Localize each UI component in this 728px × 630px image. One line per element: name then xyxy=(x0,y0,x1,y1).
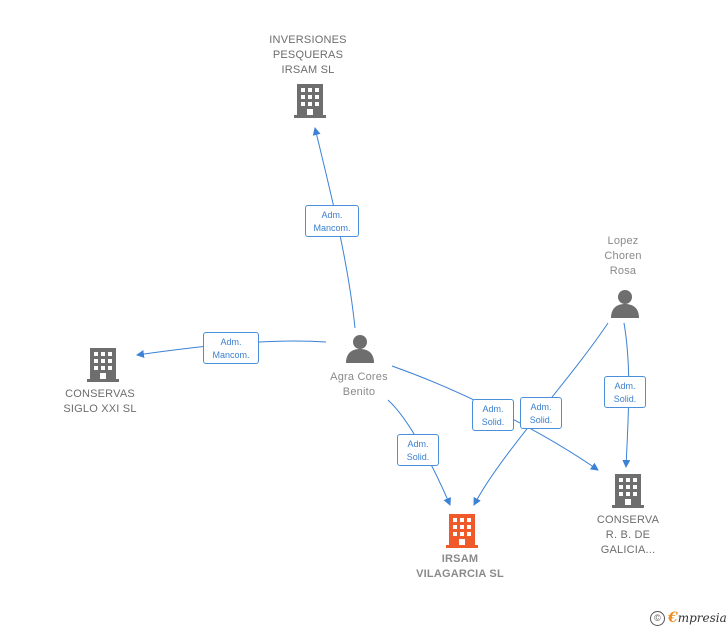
label-line: SIGLO XXI SL xyxy=(63,403,137,415)
badge-line: Solid. xyxy=(406,452,430,462)
badge-line: Adm. xyxy=(220,337,242,347)
label-line: Rosa xyxy=(609,265,637,277)
label-line: Lopez xyxy=(607,235,639,247)
building-icon xyxy=(294,84,326,118)
empresia-logo[interactable]: €mpresia xyxy=(668,610,727,626)
label-line: PESQUERAS xyxy=(272,49,344,61)
badge-line: Adm. xyxy=(530,402,552,412)
badge-line: Adm. xyxy=(407,439,429,449)
person-icon xyxy=(346,335,374,363)
copyright-icon: © xyxy=(650,610,665,626)
brand-initial: € xyxy=(668,610,678,626)
badge-line: Mancom. xyxy=(212,350,250,360)
label-line: Benito xyxy=(342,386,376,398)
node-label-inversiones[interactable]: INVERSIONES PESQUERAS IRSAM SL xyxy=(258,33,358,78)
label-line: R. B. DE xyxy=(605,529,651,541)
person-icon xyxy=(611,290,639,318)
node-label-conserva-rb[interactable]: CONSERVA R. B. DE GALICIA... xyxy=(580,513,676,558)
copyright-footer: ©€mpresia xyxy=(650,610,727,626)
building-icon xyxy=(87,348,119,382)
relation-badge-lopez-conserva-rb[interactable]: Adm. Solid. xyxy=(604,376,646,408)
badge-line: Solid. xyxy=(481,417,505,427)
building-icon xyxy=(612,474,644,508)
label-line: VILAGARCIA SL xyxy=(416,568,504,580)
label-line: INVERSIONES xyxy=(269,34,347,46)
relation-badge-agra-inversiones[interactable]: Adm. Mancom. xyxy=(305,205,359,237)
relation-badge-agra-conserva-rb[interactable]: Adm. Solid. xyxy=(472,399,514,431)
badge-line: Adm. xyxy=(614,381,636,391)
relation-badge-agra-conservas-siglo[interactable]: Adm. Mancom. xyxy=(203,332,259,364)
badge-line: Solid. xyxy=(529,415,553,425)
label-line: Choren xyxy=(604,250,642,262)
badge-line: Solid. xyxy=(613,394,637,404)
brand-rest: mpresia xyxy=(677,611,727,625)
badge-line: Adm. xyxy=(482,404,504,414)
building-icon xyxy=(446,514,478,548)
label-line: IRSAM SL xyxy=(281,64,335,76)
edges xyxy=(136,127,631,506)
label-line: CONSERVAS xyxy=(65,388,135,400)
node-label-lopez[interactable]: Lopez Choren Rosa xyxy=(585,234,661,279)
label-line: IRSAM xyxy=(441,553,479,565)
relation-badge-agra-irsam[interactable]: Adm. Solid. xyxy=(397,434,439,466)
label-line: CONSERVA xyxy=(596,514,660,526)
badge-line: Mancom. xyxy=(313,223,351,233)
relation-badge-lopez-irsam[interactable]: Adm. Solid. xyxy=(520,397,562,429)
node-label-irsam[interactable]: IRSAM VILAGARCIA SL xyxy=(405,552,515,582)
label-line: GALICIA... xyxy=(600,544,656,556)
label-line: Agra Cores xyxy=(330,371,388,383)
badge-line: Adm. xyxy=(321,210,343,220)
node-label-conservas-siglo[interactable]: CONSERVAS SIGLO XXI SL xyxy=(50,387,150,417)
node-label-agra[interactable]: Agra Cores Benito xyxy=(309,370,409,400)
